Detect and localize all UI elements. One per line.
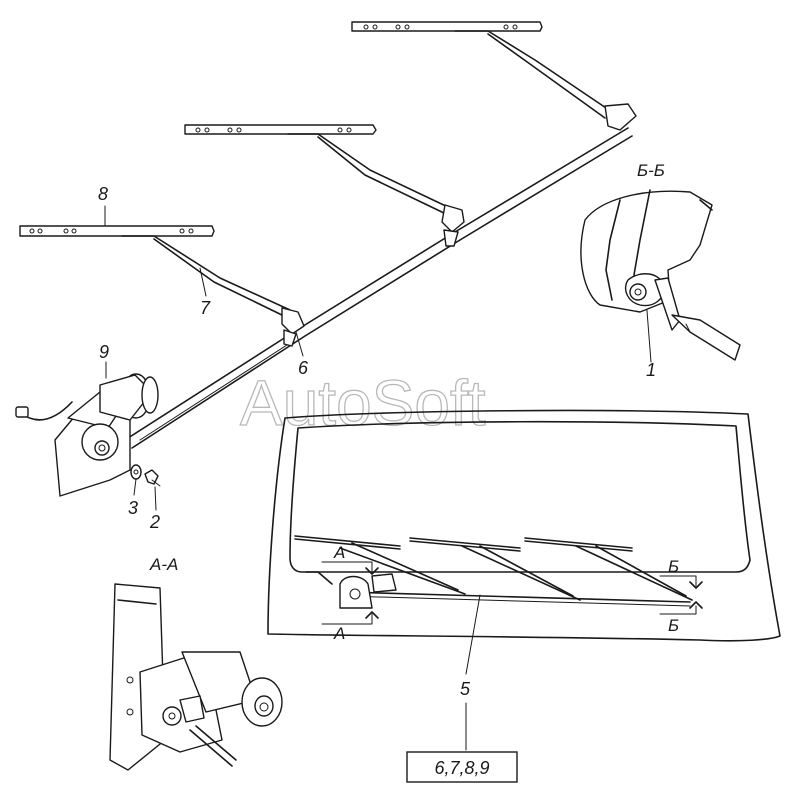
callout-2: 2 (149, 512, 160, 532)
wiper-blade-middle (184, 124, 465, 247)
callout-6: 6 (298, 358, 309, 378)
wiper-blade-top (351, 21, 637, 131)
section-b-mark-bottom: Б (668, 616, 679, 635)
watermark-text: AutoSoft (240, 367, 486, 439)
callout-5: 5 (460, 679, 471, 699)
section-b-mark-top: Б (668, 557, 679, 576)
callout-7: 7 (200, 298, 211, 318)
reference-box (406, 751, 518, 783)
section-a-mark-top: А (333, 543, 345, 562)
bolt-and-washer (130, 464, 161, 487)
linkage-assembly (124, 127, 633, 449)
callout-8: 8 (98, 184, 108, 204)
section-a-mark-bottom: А (333, 624, 345, 643)
callout-1: 1 (646, 360, 656, 380)
callout-3: 3 (128, 498, 138, 518)
section-bb-title: Б-Б (637, 161, 665, 180)
callout-9: 9 (99, 342, 109, 362)
section-bb-detail (580, 189, 741, 361)
section-aa-title: А-А (149, 555, 178, 574)
windshield-view (267, 409, 781, 642)
leader-lines (104, 205, 652, 751)
wiper-blade-left (19, 225, 305, 347)
wiper-motor (15, 373, 159, 497)
section-aa-detail (109, 583, 283, 771)
reference-box-label: 6,7,8,9 (434, 758, 489, 778)
